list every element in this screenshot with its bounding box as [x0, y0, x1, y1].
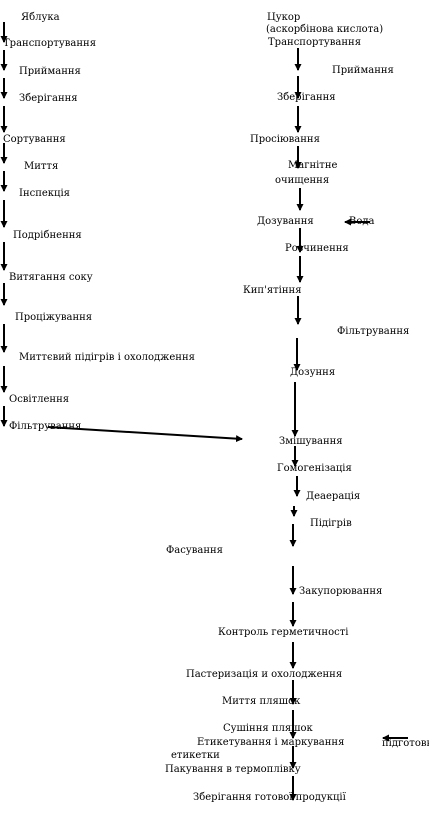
right-step: Деаерація — [306, 491, 361, 502]
left-step: Миття — [24, 161, 59, 172]
left-step: Зберігання — [19, 93, 78, 104]
right-step: Контроль герметичності — [218, 627, 349, 638]
left-step: Приймання — [19, 66, 81, 77]
right-step: Підігрів — [310, 518, 352, 529]
right-step: Сушіння пляшок — [223, 723, 313, 734]
right-step: Магнітне — [288, 160, 338, 171]
right-step: очищення — [275, 175, 330, 186]
left-step: Інспекція — [19, 188, 70, 199]
right-step: Кип'ятіння — [243, 285, 302, 296]
right-step: Просіювання — [250, 134, 320, 145]
right-column-title: Цукор — [267, 12, 301, 23]
right-step: Фільтрування — [337, 326, 410, 337]
left-step: Освітлення — [9, 394, 70, 405]
right-step: Дозуння — [290, 367, 336, 378]
left-step: Фільтрування — [9, 421, 82, 432]
right-step: етикетки — [171, 750, 220, 761]
side-input-water: Вода — [349, 216, 375, 227]
left-step: Подрібнення — [13, 230, 82, 241]
right-step: Транспортування — [268, 37, 362, 48]
right-step: Зберігання — [277, 92, 336, 103]
left-step: Миттєвий підігрів і охолодження — [19, 352, 195, 363]
right-step: Етикетування і маркування — [197, 737, 345, 748]
right-step: Розчинення — [285, 243, 349, 254]
left-column-title: Яблука — [21, 12, 60, 23]
right-step: Дозування — [257, 216, 314, 227]
right-step: Пакування в термоплівку — [165, 764, 301, 775]
right-step: Змішування — [279, 436, 343, 447]
right-step: Миття пляшок — [222, 696, 301, 707]
left-step: Проціжування — [15, 312, 93, 323]
right-step: Фасування — [166, 545, 223, 556]
left-step: Сортування — [3, 134, 66, 145]
left-step: Транспортування — [3, 38, 97, 49]
right-step: Зберігання готової продукції — [193, 792, 346, 803]
right-step: Приймання — [332, 65, 394, 76]
right-step: Гомогенізація — [277, 463, 352, 474]
left-step: Витягання соку — [9, 272, 93, 283]
right-step: Пастеризація и охолодження — [186, 669, 343, 680]
right-step: Закупорювання — [299, 586, 383, 597]
side-input-prep: підготовка — [382, 738, 429, 749]
merge-arrow — [47, 426, 243, 443]
right-column-subtitle: (аскорбінова кислота) — [266, 24, 384, 35]
